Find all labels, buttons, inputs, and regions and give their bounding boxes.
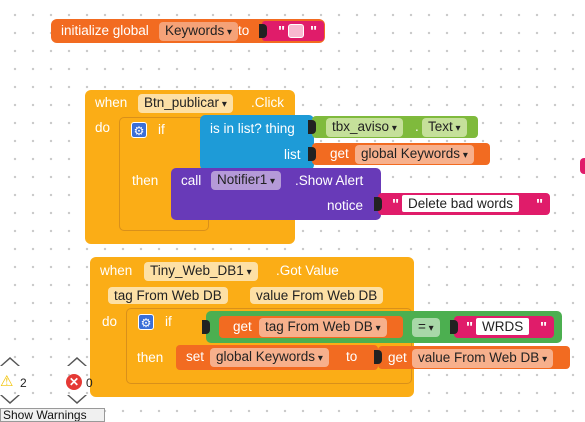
textbox-text-getter[interactable]: tbx_aviso . Text: [308, 116, 478, 138]
is-in-list-block[interactable]: is in list? thing list: [200, 115, 314, 170]
getter-connector: [308, 147, 316, 161]
offscreen-block-edge[interactable]: [580, 158, 585, 174]
if-label: if: [165, 314, 172, 329]
quote-close: ": [540, 319, 548, 336]
textbox-component-dropdown[interactable]: tbx_aviso: [326, 118, 403, 137]
then-label: then: [132, 173, 159, 188]
string-connector: [374, 197, 382, 211]
then-label: then: [137, 350, 164, 365]
wrds-text-field[interactable]: WRDS: [476, 318, 530, 335]
call-label: call: [181, 173, 202, 188]
empty-string-field[interactable]: [288, 24, 304, 38]
get-keywords-block[interactable]: get global Keywords: [308, 143, 490, 165]
to-label: to: [346, 349, 358, 364]
compare-block[interactable]: get tag From Web DB = " WRDS ": [202, 311, 562, 343]
quote-close: ": [536, 196, 544, 213]
error-icon: ✕: [66, 374, 82, 390]
do-label: do: [95, 120, 111, 135]
if-label: if: [158, 122, 165, 137]
initialize-global-block[interactable]: initialize global Keywords to " ": [51, 19, 325, 43]
do-label: do: [102, 314, 118, 329]
event-param-tag[interactable]: tag From Web DB: [108, 287, 228, 304]
property-dot: .: [415, 119, 419, 134]
error-toggle-up-inner: [69, 359, 85, 366]
gear-icon[interactable]: ⚙: [131, 122, 147, 138]
initialize-global-label: initialize global: [61, 23, 149, 38]
when-label: when: [100, 263, 133, 278]
empty-string-block[interactable]: " ": [259, 21, 324, 41]
getter-connector: [308, 120, 316, 134]
set-label: set: [186, 349, 205, 364]
warning-toggle-down-inner: [2, 395, 18, 402]
variable-name-field[interactable]: Keywords: [159, 22, 239, 41]
error-toggle-down-inner: [69, 395, 85, 402]
call-notifier-block[interactable]: call Notifier1 .Show Alert notice: [171, 168, 381, 220]
getter-connector: [374, 350, 382, 364]
get-tag-block[interactable]: get tag From Web DB: [219, 316, 403, 338]
warning-toggle-up-inner: [2, 359, 18, 366]
get-label: get: [330, 146, 349, 161]
warning-count: 2: [20, 376, 27, 390]
compare-connector: [202, 320, 210, 334]
get-variable-dropdown[interactable]: global Keywords: [355, 145, 474, 164]
list-label: list: [284, 147, 301, 162]
error-count: 0: [86, 376, 93, 390]
get-value-block[interactable]: get value From Web DB: [374, 346, 570, 369]
set-variable-dropdown[interactable]: global Keywords: [210, 348, 329, 367]
string-connector: [259, 24, 267, 38]
get-tag-dropdown[interactable]: tag From Web DB: [259, 318, 387, 337]
show-alert-method: .Show Alert: [295, 173, 364, 188]
notice-label: notice: [327, 198, 364, 213]
event-param-value[interactable]: value From Web DB: [250, 287, 384, 304]
wrds-string-block[interactable]: " WRDS ": [450, 316, 554, 338]
operator-dropdown[interactable]: =: [412, 318, 440, 337]
event-name: .Got Value: [276, 263, 339, 278]
get-value-dropdown[interactable]: value From Web DB: [412, 349, 554, 368]
gear-icon[interactable]: ⚙: [138, 314, 154, 330]
notice-text-field[interactable]: Delete bad words: [402, 195, 520, 212]
notice-string-block[interactable]: " Delete bad words ": [374, 193, 550, 215]
warning-icon: ⚠: [0, 373, 14, 390]
quote-open: ": [278, 23, 286, 40]
is-in-list-label: is in list? thing: [210, 121, 295, 136]
to-label: to: [238, 23, 250, 38]
text-property-dropdown[interactable]: Text: [422, 118, 467, 137]
get-label: get: [233, 319, 252, 334]
quote-close: ": [310, 23, 318, 40]
quote-open: ": [466, 319, 474, 336]
set-keywords-block[interactable]: set global Keywords to: [176, 345, 378, 370]
show-warnings-button[interactable]: Show Warnings: [0, 408, 105, 422]
event-name: .Click: [251, 95, 284, 110]
when-label: when: [95, 95, 128, 110]
tinywebdb-component-dropdown[interactable]: Tiny_Web_DB1: [144, 262, 258, 281]
notifier-component-dropdown[interactable]: Notifier1: [211, 171, 282, 190]
string-connector: [450, 320, 458, 334]
get-label: get: [388, 350, 407, 365]
component-dropdown[interactable]: Btn_publicar: [138, 94, 233, 113]
quote-open: ": [392, 196, 400, 213]
